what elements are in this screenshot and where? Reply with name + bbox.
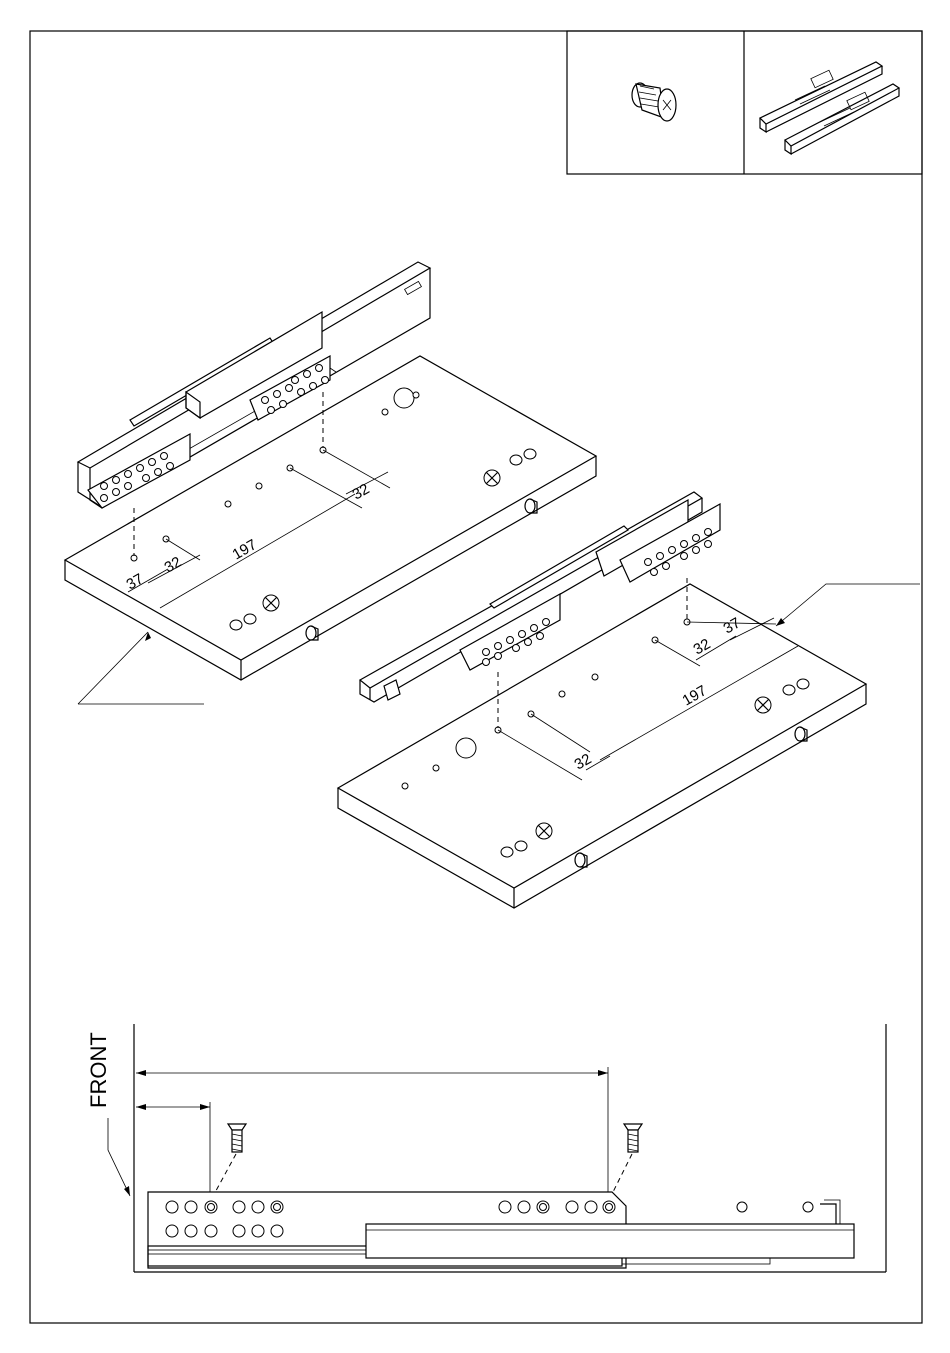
screw-icon [212,1124,246,1198]
parts-legend [567,31,922,174]
right-leader-arrow [776,584,920,626]
drawer-runner-pair-icon [760,62,899,154]
left-leader-arrow [78,632,204,704]
right-board [338,584,866,908]
screw-icon [610,1124,642,1198]
euro-screw-icon [632,83,676,121]
side-elevation: FRONT [86,1024,886,1272]
front-label: FRONT [86,1032,111,1108]
runner-side-profile [148,1192,854,1268]
